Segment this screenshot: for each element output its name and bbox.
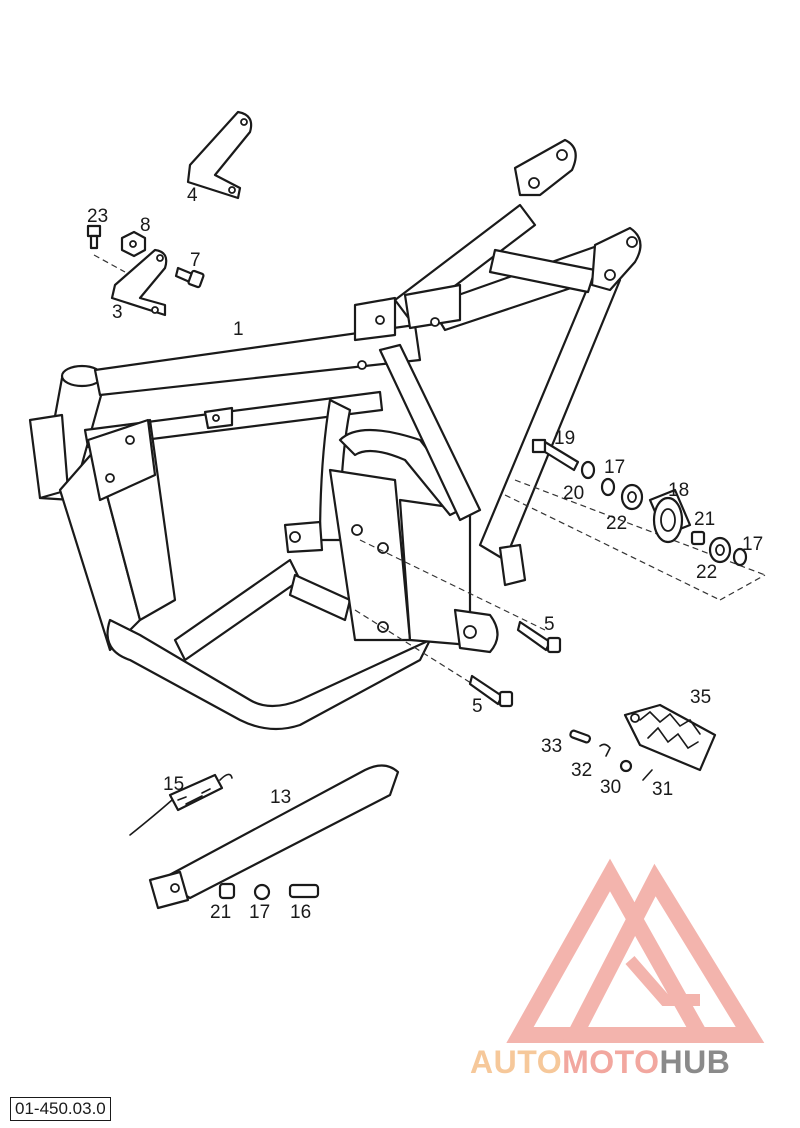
callout-1: 1: [233, 319, 244, 340]
spring-part-15: [129, 773, 233, 836]
side-stand-hardware: [218, 882, 320, 901]
bolt-part-5-upper: [516, 620, 562, 654]
callout-18: 18: [668, 480, 689, 501]
bolt-part-5-lower: [468, 674, 514, 708]
side-stand-part-13: [148, 764, 400, 910]
callout-21a: 21: [694, 509, 715, 530]
bolt-part-7: [174, 266, 205, 289]
callout-13: 13: [270, 787, 291, 808]
callout-35: 35: [690, 687, 711, 708]
bolt-part-19: [531, 438, 580, 472]
frame: [28, 138, 642, 731]
callout-labels: 1 3 4 5 5 7 8 13 15 16 17 17 17 18 19 20…: [87, 185, 763, 923]
document-code: 01-450.03.0: [10, 1097, 111, 1121]
watermark-logo: [506, 858, 765, 1043]
callout-16: 16: [290, 902, 311, 923]
watermark-text: AUTOMOTOHUB: [470, 1044, 731, 1080]
callout-17c: 17: [249, 902, 270, 923]
footrest-pivot-parts: [580, 460, 748, 567]
callout-33: 33: [541, 736, 562, 757]
footrest-pin-parts: [569, 729, 653, 781]
callout-31: 31: [652, 779, 673, 800]
bolt-part-23: [86, 224, 102, 250]
callout-3: 3: [112, 302, 123, 323]
callout-32: 32: [571, 760, 592, 781]
callout-19: 19: [554, 428, 575, 449]
callout-5b: 5: [472, 696, 483, 717]
nut-part-8: [120, 230, 147, 258]
callout-15: 15: [163, 774, 184, 795]
callout-4: 4: [187, 185, 198, 206]
callout-22b: 22: [696, 562, 717, 583]
callout-5a: 5: [544, 614, 555, 635]
callout-22a: 22: [606, 513, 627, 534]
callout-7: 7: [190, 250, 201, 271]
footrest-part-35: [623, 703, 717, 772]
callout-30: 30: [600, 777, 621, 798]
callout-8: 8: [140, 215, 151, 236]
callout-23: 23: [87, 206, 108, 227]
bracket-part-3: [110, 248, 168, 317]
callout-21b: 21: [210, 902, 231, 923]
bracket-part-4: [186, 110, 253, 200]
callout-20: 20: [563, 483, 584, 504]
callout-17a: 17: [604, 457, 625, 478]
callout-17b: 17: [742, 534, 763, 555]
